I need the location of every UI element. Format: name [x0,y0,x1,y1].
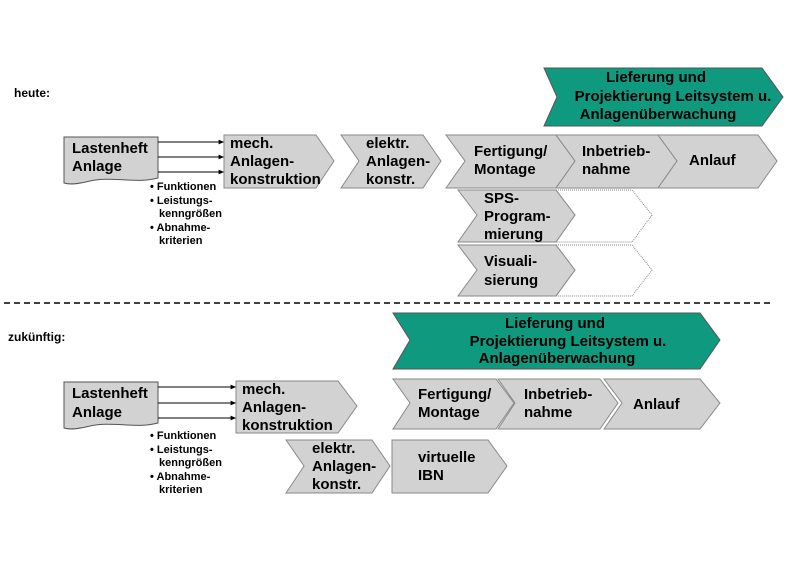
bullet-today-3: kenngrößen [159,208,222,220]
step-inbetrieb-future: Inbetrieb- nahme [497,378,619,430]
bullet-today-2: • Leistungs- [150,195,213,207]
banner-future: Lieferung und Projektierung Leitsystem u… [392,312,721,370]
step-inbetrieb-today-line1: Inbetrieb- [582,143,650,160]
step-fertigung-today-line2: Montage [474,161,536,178]
step-elektr-today-line2: Anlagen- [366,153,430,170]
bullet-future-3: kenngrößen [159,457,222,469]
step-anlauf-today-line1: Anlauf [689,152,737,169]
bullet-future-5: kriterien [159,484,203,496]
bullet-future-1: • Funktionen [150,430,216,442]
step-ibn-future: virtuelle IBN [391,439,508,494]
step-sps-today: SPS- Program- mierung [456,189,653,243]
step-visu-today-line1: Visuali- [484,253,537,270]
banner-today-line3: Anlagenüberwachung [580,106,737,123]
step-anlauf-today: Anlauf [657,134,778,189]
step-mech-today-line1: mech. [230,135,273,152]
banner-future-line3: Anlagenüberwachung [479,350,636,367]
spec-today-line1: Lastenheft [72,140,148,157]
step-elektr-future-line2: Anlagen- [312,458,376,475]
step-fertigung-today: Fertigung/ Montage [445,134,576,189]
banner-today: Lieferung und Projektierung Leitsystem u… [543,67,784,127]
spec-today-line2: Anlage [72,158,122,175]
step-mech-today-line2: Anlagen- [230,153,294,170]
step-elektr-today-line1: elektr. [366,135,409,152]
bullet-today-4: • Abnahme- [150,222,211,234]
bullet-today-5: kriterien [159,235,203,247]
step-anlauf-future-line1: Anlauf [633,396,681,413]
banner-future-line1: Lieferung und [505,315,605,332]
step-inbetrieb-today-line2: nahme [582,161,630,178]
banner-future-line2: Projektierung Leitsystem u. [470,333,667,350]
step-inbetrieb-future-line1: Inbetrieb- [524,386,592,403]
banner-today-line1: Lieferung und [606,69,706,86]
spec-future-line1: Lastenheft [72,385,148,402]
step-sps-today-line2: Program- [484,208,551,225]
step-sps-today-line3: mierung [484,226,543,243]
step-ibn-future-line2: IBN [418,467,444,484]
step-visu-today: Visuali- sierung [456,244,653,297]
step-mech-future-line3: konstruktion [242,417,333,434]
criteria-list-future: • Funktionen • Leistungs- kenngrößen • A… [150,430,222,496]
step-elektr-today: elektr. Anlagen- konstr. [340,134,442,189]
bullet-today-1: • Funktionen [150,181,216,193]
spec-document-future: Lastenheft Anlage [63,381,159,430]
step-mech-future-line2: Anlagen- [242,399,306,416]
step-fertigung-future-line1: Fertigung/ [418,386,492,403]
step-anlauf-future: Anlauf [603,378,721,430]
banner-today-line2: Projektierung Leitsystem u. [575,88,772,105]
step-fertigung-future-line2: Montage [418,404,480,421]
step-fertigung-future: Fertigung/ Montage [392,378,515,430]
step-inbetrieb-future-line2: nahme [524,404,572,421]
step-mech-today-line3: konstruktion [230,171,321,188]
step-mech-today: mech. Anlagen- konstruktion [223,134,335,189]
step-fertigung-today-line1: Fertigung/ [474,143,548,160]
step-visu-today-line2: sierung [484,272,538,289]
step-elektr-future-line1: elektr. [312,440,355,457]
section-label-today: heute: [14,86,50,100]
connector-arrows-future [158,384,236,421]
connector-arrows-today [158,139,224,175]
step-inbetrieb-today: Inbetrieb- nahme [555,134,678,189]
step-elektr-future-line3: konstr. [312,476,361,493]
step-elektr-future: elektr. Anlagen- konstr. [285,439,391,494]
spec-document-today: Lastenheft Anlage [63,136,159,185]
step-mech-future-line1: mech. [242,381,285,398]
step-mech-future: mech. Anlagen- konstruktion [235,380,358,434]
step-sps-today-line1: SPS- [484,190,519,207]
section-label-future: zukünftig: [8,330,65,344]
criteria-list-today: • Funktionen • Leistungs- kenngrößen • A… [150,181,222,247]
step-ibn-future-line1: virtuelle [418,449,476,466]
bullet-future-2: • Leistungs- [150,444,213,456]
spec-future-line2: Anlage [72,404,122,421]
bullet-future-4: • Abnahme- [150,471,211,483]
step-elektr-today-line3: konstr. [366,171,415,188]
